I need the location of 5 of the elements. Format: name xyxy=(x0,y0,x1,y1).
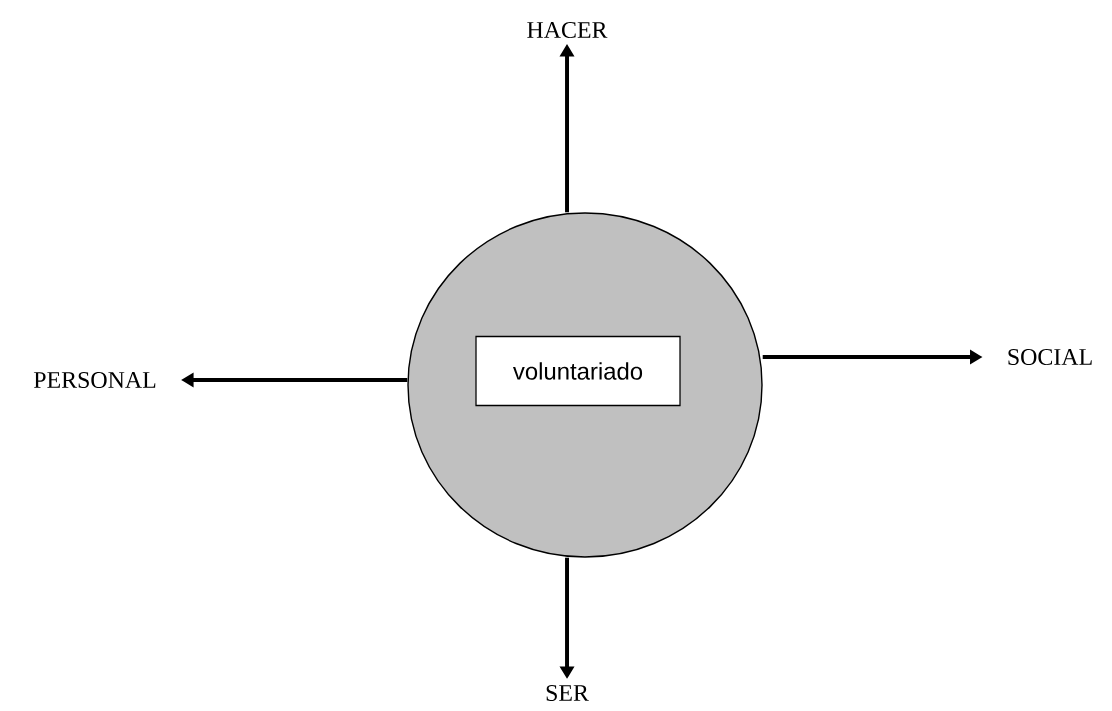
axis-label: PERSONAL xyxy=(33,371,156,389)
axis-label: SOCIAL xyxy=(1008,348,1092,366)
axis-label: SER xyxy=(546,684,589,702)
axis-label: HACER xyxy=(527,21,608,39)
text-box: voluntariado xyxy=(475,335,681,407)
